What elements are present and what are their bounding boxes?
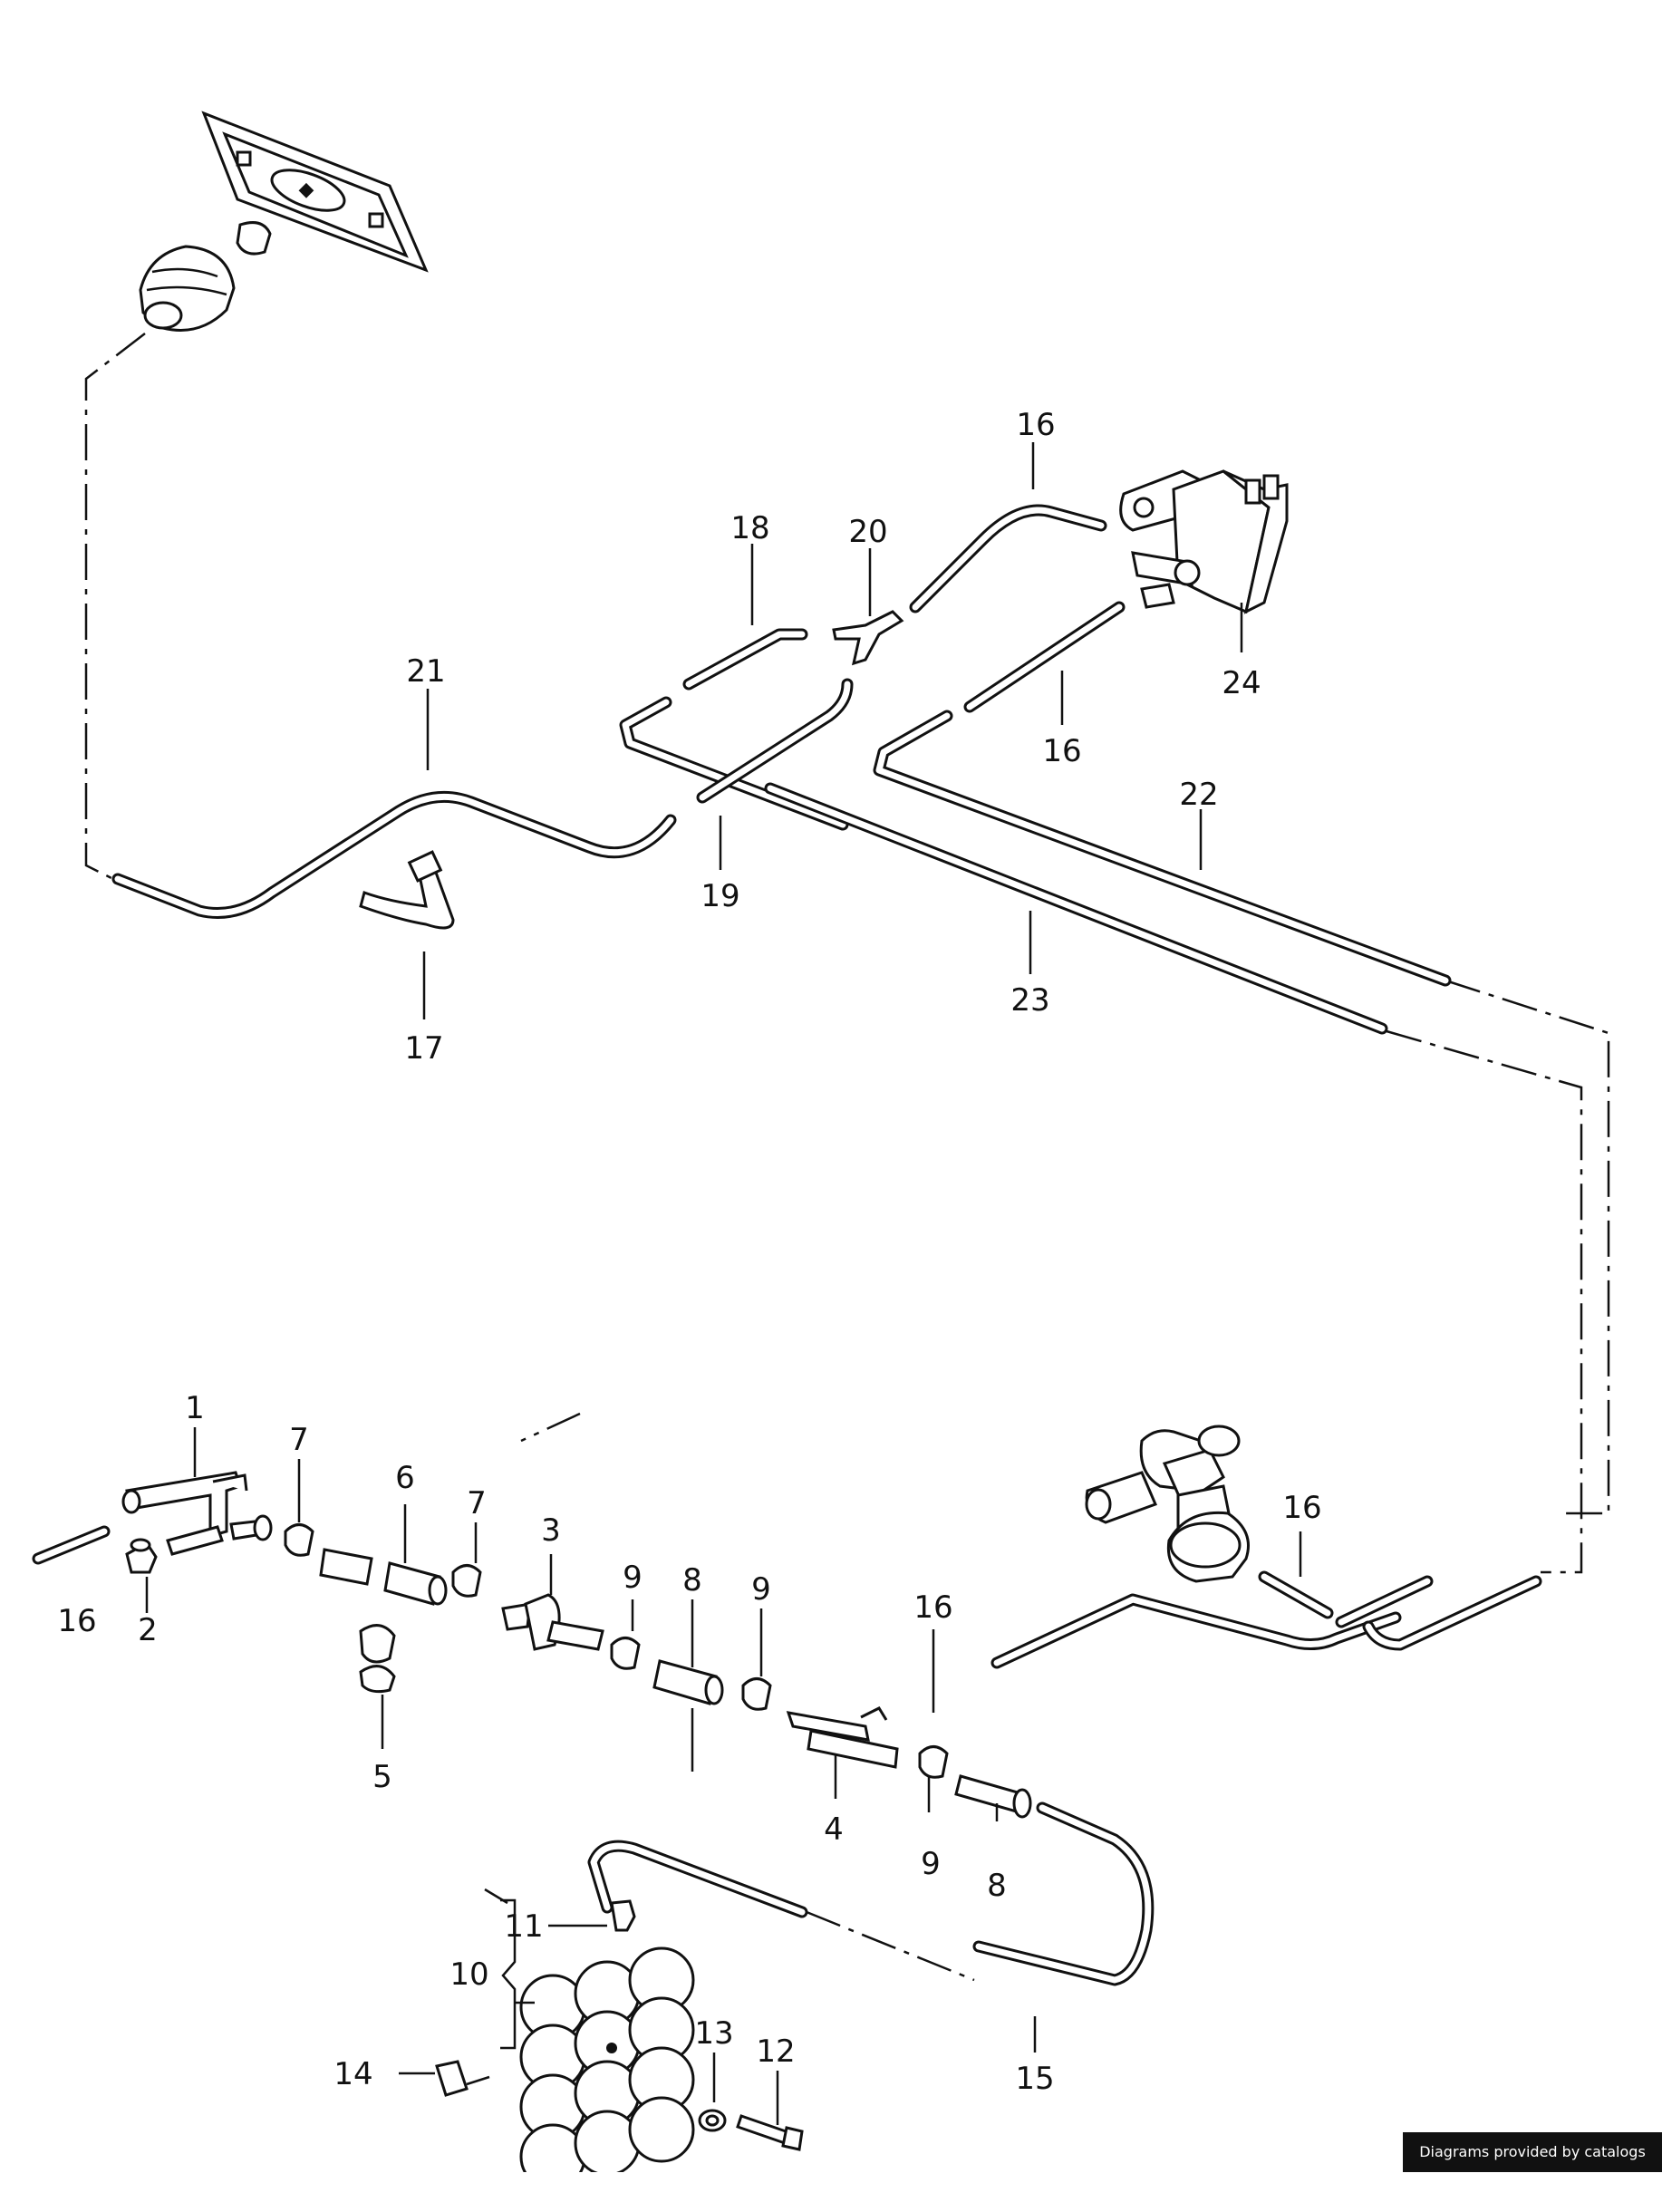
credit-badge: Diagrams provided by catalogs parts (1403, 2132, 1662, 2200)
callout-4: 4 (824, 1811, 844, 1848)
callout-8a: 8 (682, 1562, 702, 1599)
callout-11: 11 (504, 1908, 543, 1945)
hose-sections (319, 1548, 1032, 1819)
callout-9a: 9 (623, 1560, 643, 1596)
part-2-cap (125, 1538, 158, 1574)
callout-16a: 16 (1016, 407, 1055, 443)
part-11-nipple (610, 1899, 636, 1932)
callout-23: 23 (1010, 982, 1049, 1019)
part-21-vacuum-hose (111, 790, 677, 919)
callout-16d: 16 (913, 1589, 952, 1626)
callout-16c: 16 (1282, 1490, 1321, 1526)
callout-3: 3 (541, 1512, 561, 1549)
callout-10: 10 (449, 1956, 488, 1993)
part-13-washer (698, 2109, 727, 2132)
callout-19: 19 (701, 878, 739, 914)
callout-labels: 1 2 3 4 5 6 7 7 8 8 9 9 9 10 11 12 13 14… (57, 407, 1321, 2097)
part-10-vacuum-reservoir (519, 1946, 695, 2172)
hose-clamps (284, 1523, 949, 1779)
callout-16b: 16 (1042, 733, 1081, 769)
callout-7b: 7 (467, 1485, 487, 1521)
switch-plate-assembly: ◆ (139, 111, 429, 332)
callout-7a: 7 (289, 1422, 309, 1458)
svg-text:◆: ◆ (299, 178, 314, 200)
callout-13: 13 (694, 2015, 733, 2052)
callout-8b: 8 (987, 1868, 1007, 1904)
part-3-check-valve (501, 1593, 604, 1651)
callout-1: 1 (185, 1390, 205, 1426)
callout-15: 15 (1015, 2061, 1054, 2097)
callout-14: 14 (333, 2056, 372, 2092)
part-16-short-hose-left (32, 1525, 111, 1565)
callout-6: 6 (395, 1460, 415, 1496)
callout-16e: 16 (57, 1603, 96, 1639)
callout-9b: 9 (751, 1571, 771, 1608)
callout-22: 22 (1179, 777, 1218, 813)
callout-21: 21 (406, 653, 445, 690)
callout-17: 17 (404, 1030, 443, 1067)
callout-12: 12 (756, 2033, 795, 2070)
callout-2: 2 (138, 1612, 158, 1648)
callout-9c: 9 (921, 1846, 941, 1882)
part-12-bolt (736, 2114, 804, 2151)
routing-lines (84, 333, 1610, 1982)
leader-lines (145, 442, 1302, 2125)
part-vacuum-valve-bottom (990, 1425, 1542, 1669)
part-23-vacuum-pipe (764, 782, 1388, 1035)
part-17-cable-strap (359, 850, 455, 930)
callout-18: 18 (730, 510, 769, 546)
part-1-connector (121, 1471, 273, 1556)
part-16-hose-top (873, 504, 1452, 987)
callout-5: 5 (372, 1759, 392, 1795)
part-5-clamp (359, 1624, 396, 1694)
part-14-clip (435, 2060, 490, 2097)
part-4-connector (786, 1706, 899, 1769)
part-18-20-hoses (619, 610, 904, 831)
part-24-switch-valve (1119, 469, 1289, 614)
part-15-vacuum-hose (587, 1801, 1155, 1986)
callout-20: 20 (848, 514, 887, 550)
callout-24: 24 (1222, 665, 1261, 701)
